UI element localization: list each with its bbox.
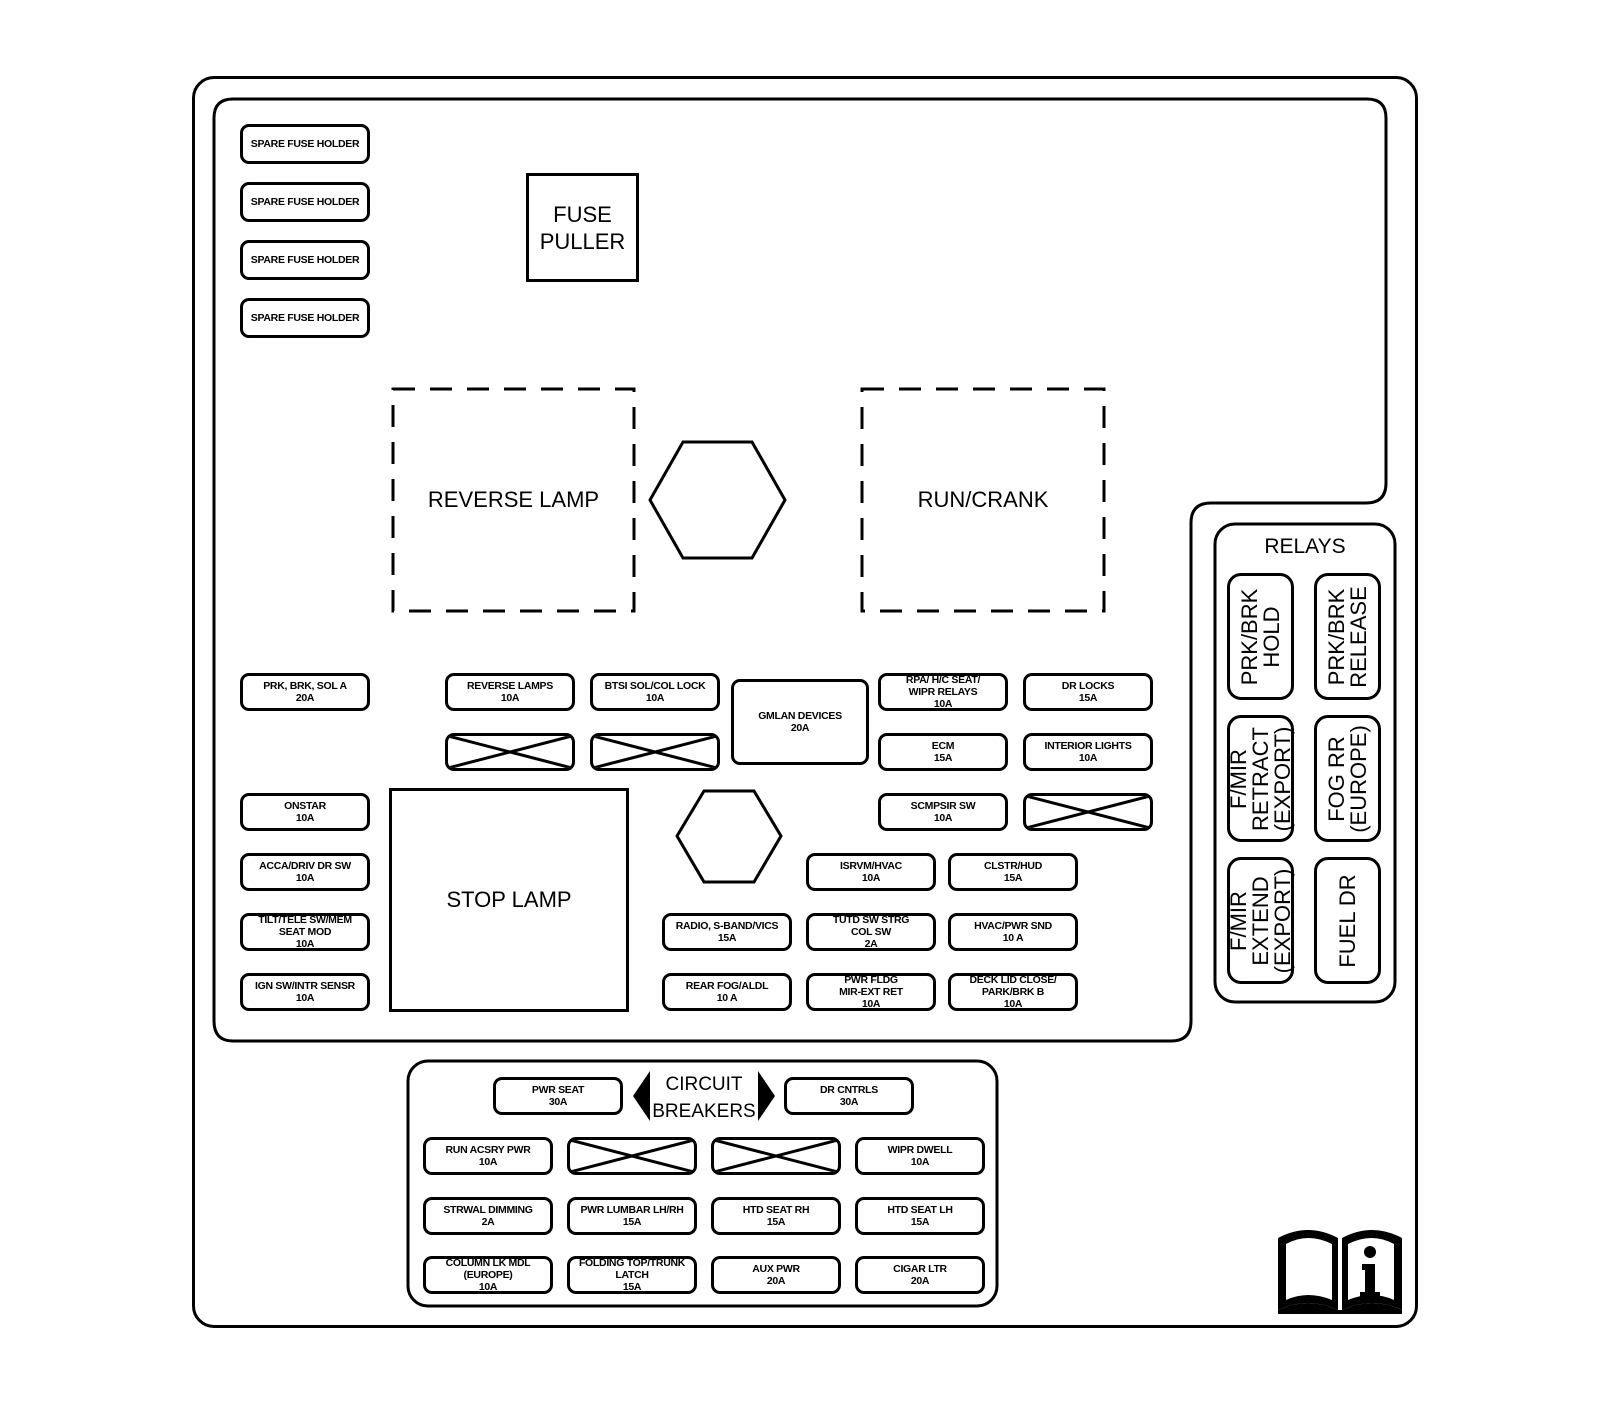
reverse-lamp-relay: REVERSE LAMP bbox=[427, 487, 600, 512]
spare-fuse-holder-3: SPARE FUSE HOLDER bbox=[240, 240, 370, 280]
run-crank-relay: RUN/CRANK bbox=[917, 487, 1049, 512]
empty-fuse-slot bbox=[590, 733, 720, 771]
fuse-block-housing bbox=[192, 76, 1418, 1328]
empty-fuse-slot bbox=[445, 733, 575, 771]
empty-fuse-slot bbox=[567, 1137, 697, 1175]
spare-fuse-holder-2: SPARE FUSE HOLDER bbox=[240, 182, 370, 222]
empty-fuse-slot bbox=[711, 1137, 841, 1175]
manual-info-icon bbox=[1278, 1230, 1402, 1314]
spare-fuse-holder-1: SPARE FUSE HOLDER bbox=[240, 124, 370, 164]
empty-fuse-slot bbox=[1023, 793, 1153, 831]
spare-fuse-holder-4: SPARE FUSE HOLDER bbox=[240, 298, 370, 338]
fuse-column-lk-mdl: COLUMN LK MDL(EUROPE)10A bbox=[423, 1256, 553, 1294]
relay-fog-rr: FOG RR(EUROPE) bbox=[1314, 715, 1381, 842]
stop-lamp-relay: STOP LAMP bbox=[389, 788, 629, 1012]
relays-title: RELAYS bbox=[1264, 535, 1346, 558]
relay-fuel-dr: FUEL DR bbox=[1314, 857, 1381, 984]
